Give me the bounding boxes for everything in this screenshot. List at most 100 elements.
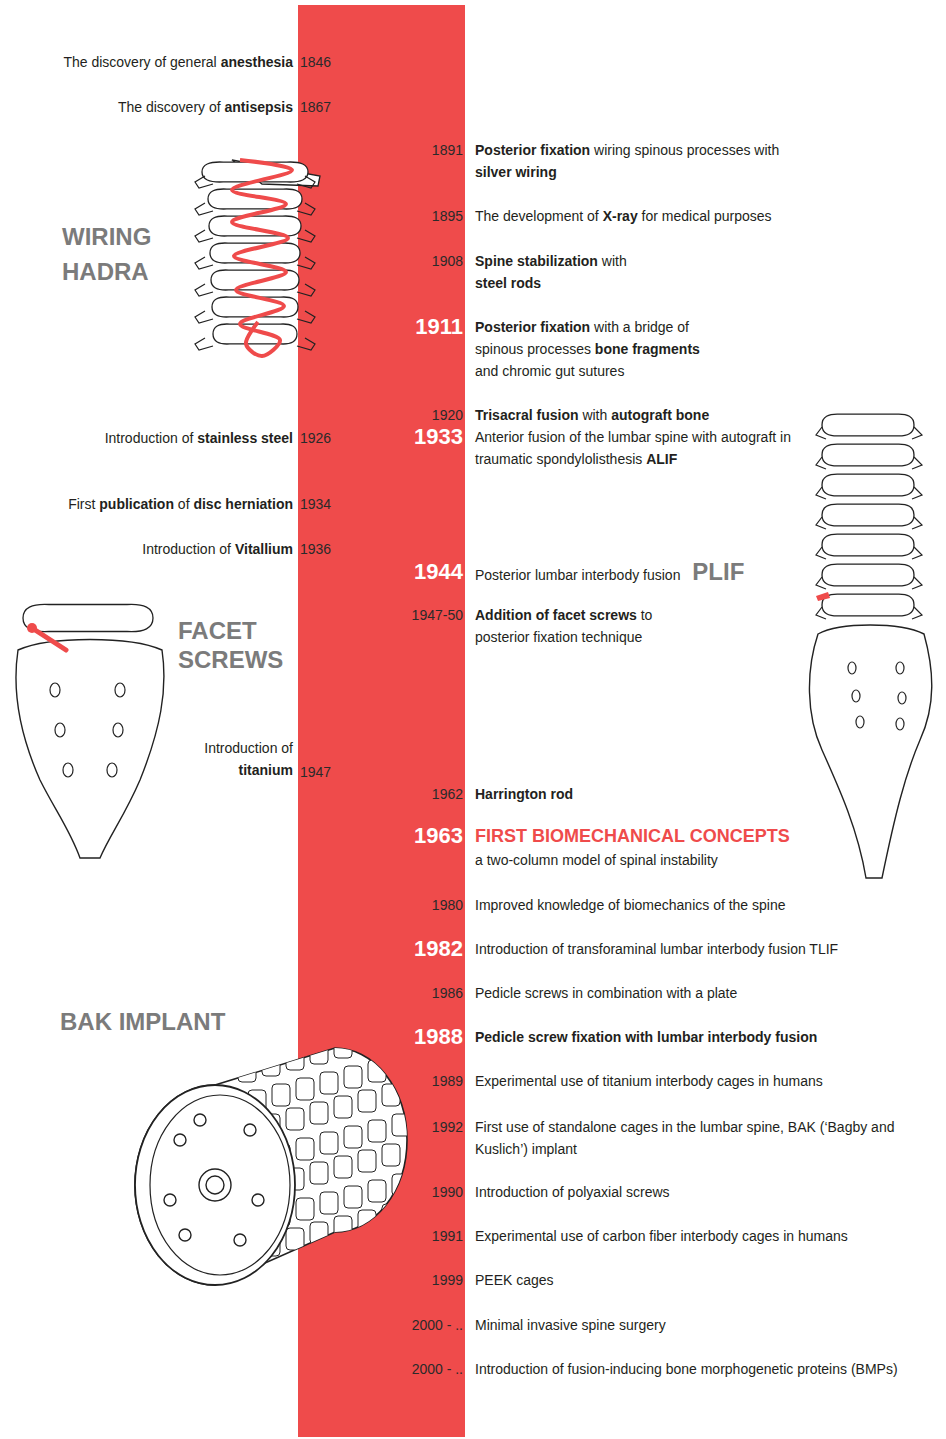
- timeline-entry: 1947-50: [412, 604, 463, 626]
- vertebra-process: [195, 257, 213, 269]
- cage-texture: [286, 1048, 304, 1070]
- major-year: 1911: [415, 314, 463, 339]
- event-text: Pedicle screws in combination with a pla…: [475, 985, 737, 1001]
- timeline-entry: 1908: [432, 250, 463, 272]
- vertebra-process: [297, 338, 315, 350]
- event-text: wiring spinous processes with: [594, 142, 779, 158]
- event-text: of: [178, 496, 190, 512]
- cage-texture: [392, 1054, 410, 1076]
- cage-texture: [344, 1066, 362, 1088]
- sacral-foramen: [898, 692, 906, 704]
- timeline-entry: 1944: [414, 559, 463, 587]
- vertebra-process: [195, 338, 213, 350]
- cage-hole: [199, 1169, 231, 1201]
- event-text: with: [582, 407, 607, 423]
- vertebra-process: [816, 457, 922, 469]
- event-text: Experimental use of titanium interbody c…: [475, 1073, 823, 1089]
- timeline-entry: Introduction of polyaxial screws: [475, 1181, 670, 1203]
- section-heading: FACET SCREWS: [178, 617, 283, 673]
- event-text: The development of: [475, 208, 599, 224]
- event-keyword: Spine stabilization: [475, 253, 598, 269]
- year: 1962: [432, 786, 463, 802]
- year: 1895: [432, 208, 463, 224]
- event-keyword: bone fragments: [595, 341, 700, 357]
- event-keyword: Trisacral fusion: [475, 407, 578, 423]
- vertebra: [209, 216, 301, 236]
- timeline-entry: 1947: [300, 761, 331, 783]
- vertebra-process: [297, 311, 315, 323]
- event-text: Introduction of polyaxial screws: [475, 1184, 670, 1200]
- major-year: 1982: [414, 936, 463, 961]
- year: 2000 - ..: [412, 1361, 463, 1377]
- vertebra: [210, 243, 300, 263]
- cage-texture: [238, 1060, 256, 1082]
- vertebra-process: [297, 203, 315, 215]
- cage-texture: [334, 1216, 352, 1238]
- year: 1990: [432, 1184, 463, 1200]
- bak-cage: [135, 1024, 410, 1285]
- year: 1926: [300, 430, 331, 446]
- timeline-entry: The discovery of general anesthesia: [63, 51, 293, 73]
- timeline-entry: The discovery of antisepsis: [118, 96, 293, 118]
- vertebra: [822, 504, 914, 526]
- timeline-entry: 1867: [300, 96, 331, 118]
- timeline-entry: First use of standalone cages in the lum…: [475, 1116, 939, 1160]
- sacral-foramen: [107, 763, 117, 777]
- event-keyword: stainless steel: [197, 430, 293, 446]
- event-keyword: antisepsis: [225, 99, 293, 115]
- event-keyword: disc herniation: [193, 496, 293, 512]
- timeline-entry: FACET SCREWS: [178, 618, 298, 676]
- event-keyword: anesthesia: [221, 54, 293, 70]
- cage-hole: [194, 1114, 206, 1126]
- vertebra: [822, 564, 914, 586]
- event-keyword: Vitallium: [235, 541, 293, 557]
- timeline-entry: Pedicle screws in combination with a pla…: [475, 982, 737, 1004]
- vertebra: [822, 534, 914, 556]
- major-year: 1944: [414, 559, 463, 584]
- cage-texture: [320, 1132, 338, 1154]
- timeline-entry: 1962: [432, 783, 463, 805]
- timeline-entry: 1891: [432, 139, 463, 161]
- vertebra-process: [816, 517, 922, 529]
- timeline-entry: Minimal invasive spine surgery: [475, 1314, 666, 1336]
- cage-texture: [296, 1198, 314, 1220]
- cage-texture: [310, 1102, 328, 1124]
- year: 1980: [432, 897, 463, 913]
- timeline-entry: WIRING HADRA: [62, 221, 174, 291]
- year: 1867: [300, 99, 331, 115]
- timeline-entry: 1991: [432, 1225, 463, 1247]
- screw-head: [27, 623, 37, 633]
- vertebra: [822, 474, 914, 496]
- year: 1992: [432, 1119, 463, 1135]
- timeline-entry: 1920: [432, 404, 463, 426]
- timeline-entry: Addition of facet screws to posterior fi…: [475, 604, 657, 648]
- cage-texture: [344, 1186, 362, 1208]
- cage-texture: [344, 1126, 362, 1148]
- event-keyword: Addition of facet screws: [475, 607, 637, 623]
- vertebra-process: [816, 607, 922, 619]
- cage-texture: [392, 1174, 410, 1196]
- timeline-entry: Anterior fusion of the lumbar spine with…: [475, 426, 795, 470]
- vertebra: [23, 604, 153, 631]
- timeline-entry: First publication of disc herniation: [68, 493, 293, 515]
- timeline-entry: Spine stabilization with steel rods: [475, 250, 657, 294]
- event-text: and chromic gut sutures: [475, 363, 624, 379]
- sacral-foramen: [115, 683, 125, 697]
- vertebra-process: [816, 487, 922, 499]
- timeline-entry: Experimental use of carbon fiber interbo…: [475, 1225, 848, 1247]
- event-text: with: [602, 253, 627, 269]
- vertebra-process: [195, 230, 213, 242]
- event-text: Experimental use of carbon fiber interbo…: [475, 1228, 848, 1244]
- cage-texture: [296, 1138, 314, 1160]
- event-text: for medical purposes: [642, 208, 772, 224]
- cage-texture: [358, 1030, 376, 1052]
- timeline-entry: 1911: [415, 314, 463, 342]
- timeline-entry: 1934: [300, 493, 331, 515]
- cage-texture: [296, 1078, 314, 1100]
- milestone-subtext: a two-column model of spinal instability: [475, 849, 790, 871]
- event-keyword: X-ray: [603, 208, 638, 224]
- timeline-entry: 2000 - ..: [412, 1314, 463, 1336]
- timeline-entry: Posterior fixation with a bridge of spin…: [475, 316, 725, 382]
- vertebra-process: [195, 311, 213, 323]
